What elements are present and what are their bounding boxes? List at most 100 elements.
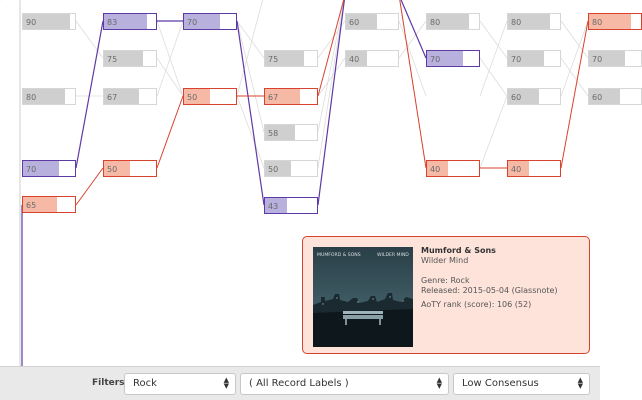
score-value: 50 — [187, 93, 198, 102]
tooltip-released: Released: 2015-05-04 (Glassnote) — [421, 286, 558, 295]
background-link — [398, 20, 427, 59]
score-box[interactable]: 70 — [22, 160, 76, 177]
score-box[interactable]: 75 — [103, 50, 157, 67]
score-value: 70 — [592, 55, 603, 64]
score-value: 60 — [511, 93, 522, 102]
score-value: 70 — [511, 55, 522, 64]
score-bar-fill — [23, 14, 70, 29]
score-box[interactable]: 67 — [264, 88, 318, 105]
select-arrows-icon: ▲▼ — [436, 376, 442, 390]
score-box[interactable]: 40 — [345, 50, 399, 67]
score-value: 50 — [107, 165, 118, 174]
purple-link — [317, 0, 345, 206]
score-box[interactable]: 70 — [183, 13, 237, 30]
score-bar-fill — [508, 89, 540, 104]
score-box[interactable]: 80 — [507, 13, 561, 30]
score-box[interactable]: 50 — [264, 160, 318, 177]
score-box[interactable]: 75 — [264, 50, 318, 67]
background-link — [156, 20, 184, 97]
score-box[interactable]: 40 — [426, 160, 480, 177]
background-link — [479, 57, 508, 97]
score-box[interactable]: 58 — [264, 124, 318, 141]
score-bar-fill — [23, 197, 57, 212]
background-link — [236, 20, 265, 133]
score-value: 58 — [268, 129, 279, 138]
background-link — [236, 20, 265, 59]
background-link — [560, 20, 589, 97]
score-value: 70 — [430, 55, 441, 64]
score-value: 60 — [349, 18, 360, 27]
consensus-select[interactable]: Low Consensus ▲▼ — [453, 373, 590, 395]
score-bar-fill — [104, 89, 139, 104]
background-link — [75, 20, 104, 59]
score-bar-fill — [427, 161, 448, 176]
score-box[interactable]: 50 — [183, 88, 237, 105]
score-box[interactable]: 83 — [103, 13, 157, 30]
score-box[interactable]: 60 — [588, 88, 642, 105]
score-bar-fill — [589, 89, 621, 104]
consensus-select-value: Low Consensus — [462, 378, 539, 389]
album-tooltip: MUMFORD & SONS WILDER MIND Mumford & Son… — [302, 236, 590, 354]
background-link — [560, 20, 589, 59]
score-bar-fill — [104, 161, 130, 176]
background-link — [236, 95, 265, 169]
score-bar-fill — [104, 14, 148, 29]
background-link — [236, 0, 264, 97]
score-box[interactable]: 40 — [507, 160, 561, 177]
red-link — [75, 167, 104, 206]
score-bar-fill — [508, 14, 550, 29]
score-bar-fill — [104, 51, 143, 66]
score-box[interactable]: 70 — [426, 50, 480, 67]
background-link — [479, 95, 508, 169]
score-box[interactable]: 70 — [588, 50, 642, 67]
red-link — [560, 20, 589, 169]
score-value: 70 — [187, 18, 198, 27]
purple-link — [400, 0, 427, 59]
score-box[interactable]: 65 — [22, 196, 76, 213]
filter-bar: Filters : Rock ▲▼ ( All Record Labels ) … — [0, 366, 600, 400]
score-box[interactable]: 80 — [588, 13, 642, 30]
score-value: 80 — [26, 93, 37, 102]
record-label-select-value: ( All Record Labels ) — [249, 378, 349, 389]
score-box[interactable]: 43 — [264, 197, 318, 214]
score-value: 90 — [26, 18, 37, 27]
score-bar-fill — [265, 198, 288, 213]
cover-title-text: WILDER MIND — [377, 252, 409, 258]
score-value: 65 — [26, 201, 37, 210]
background-link — [156, 57, 184, 97]
record-label-select[interactable]: ( All Record Labels ) ▲▼ — [240, 373, 449, 395]
background-link — [317, 57, 346, 97]
background-link — [560, 57, 589, 97]
score-box[interactable]: 70 — [507, 50, 561, 67]
parallel-coordinates-chart: 90 80 70 65 83 75 67 50 70 50 75 67 58 50 43 60 40 80 70 40… — [0, 0, 642, 366]
score-box[interactable]: 60 — [507, 88, 561, 105]
score-bar-fill — [508, 161, 529, 176]
album-cover: MUMFORD & SONS WILDER MIND — [313, 247, 413, 347]
album-cover-art: MUMFORD & SONS WILDER MIND — [313, 247, 413, 347]
select-arrows-icon: ▲▼ — [223, 376, 229, 390]
score-box[interactable]: 80 — [426, 13, 480, 30]
score-box[interactable]: 90 — [22, 13, 76, 30]
score-box[interactable]: 67 — [103, 88, 157, 105]
cover-artist-text: MUMFORD & SONS — [317, 252, 361, 258]
background-link — [479, 20, 508, 59]
score-value: 75 — [107, 55, 118, 64]
score-value: 75 — [268, 55, 279, 64]
score-box[interactable]: 80 — [22, 88, 76, 105]
red-link — [317, 0, 345, 97]
purple-link — [75, 20, 104, 169]
tooltip-aoty-rank: AoTY rank (score): 106 (52) — [421, 300, 532, 309]
score-box[interactable]: 50 — [103, 160, 157, 177]
tooltip-album: Wilder Mind — [421, 256, 469, 265]
background-link — [317, 0, 345, 133]
score-value: 40 — [430, 165, 441, 174]
score-box[interactable]: 60 — [345, 13, 399, 30]
score-bar-fill — [265, 51, 304, 66]
score-bar-fill — [508, 51, 545, 66]
background-link — [317, 0, 345, 169]
score-bar-fill — [265, 89, 300, 104]
genre-select-value: Rock — [133, 378, 157, 389]
score-bar-fill — [346, 14, 378, 29]
genre-select[interactable]: Rock ▲▼ — [124, 373, 236, 395]
purple-link — [236, 20, 265, 206]
